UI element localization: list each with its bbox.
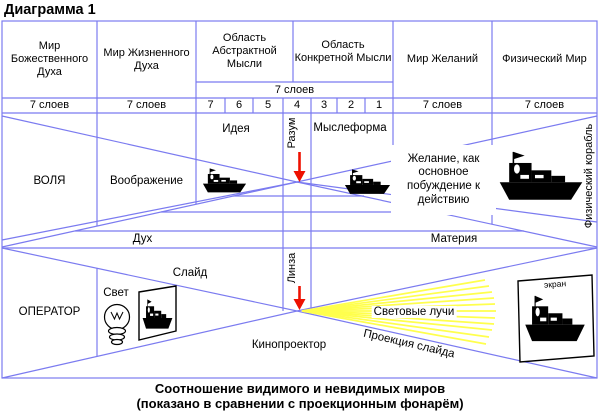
table-grid [1,20,598,379]
will-row-label: ВОЛЯ [33,174,66,187]
desire-label: Желание, как основное побуждение к дейст… [391,145,496,215]
mind-arrow-icon [293,152,306,182]
layer-number-cell: 6 [235,99,243,112]
physical-ship-icon [499,151,583,200]
slide-label: Слайд [172,267,208,280]
layer-number-cell: 1 [375,99,383,112]
page-title: Диаграмма 1 [4,2,96,18]
idea-label: Идея [222,123,250,136]
thoughtform-ship-icon [344,169,391,194]
lens-label: Линза [286,252,298,284]
idea-ship-icon [202,168,247,193]
thought-layers-cell: 7 слоев [274,83,315,96]
physical-ship-label: Физический корабль [583,123,595,229]
col-physical-world: Физический Мир [502,53,587,66]
layer-number-cell: 2 [347,99,355,112]
layers-cell: 7 слоев [29,99,70,112]
col-divine-spirit-world: Мир Божественного Духа [10,40,89,78]
layers-cell: 7 слоев [422,99,463,112]
thoughtform-label: Мыслеформа [313,122,387,135]
projector-label: Кинопроектор [251,339,327,352]
layer-number-cell: 5 [264,99,272,112]
light-bulb-icon [103,303,131,346]
light-rays-label: Световые лучи [371,306,457,318]
layer-number-cell: 7 [207,99,214,112]
imagination-label: Воображение [109,174,184,187]
spirit-label: Дух [132,233,153,246]
caption-line-2: (показано в сравнении с проекционным фон… [136,396,464,411]
operator-row-label: ОПЕРАТОР [18,306,81,319]
layer-number-cell: 4 [293,99,301,112]
mind-label: Разум [286,117,298,149]
layer-number-cell: 3 [320,99,328,112]
col-concrete-thought: Область Конкретной Мысли [294,38,392,64]
col-life-spirit-world: Мир Жизненного Духа [103,46,190,72]
caption-line-1: Соотношение видимого и невидимых миров [154,381,446,396]
lens-arrow-icon [293,286,306,310]
layers-cell: 7 слоев [524,99,565,112]
col-desire-world: Мир Желаний [406,53,479,66]
light-label: Свет [103,287,129,300]
col-abstract-thought: Область Абстрактной Мысли [212,32,277,70]
screen-label: экран [543,278,567,290]
matter-label: Материя [430,233,478,246]
layers-cell: 7 слоев [126,99,167,112]
